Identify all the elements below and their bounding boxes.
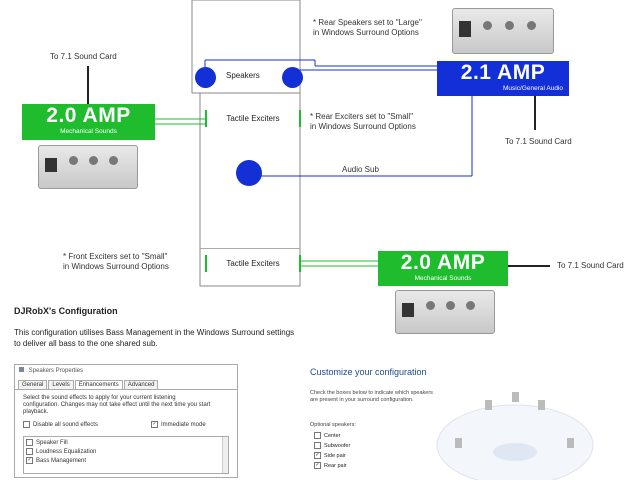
effects-options-row: Disable all sound effects ✓Immediate mod… [15, 419, 237, 433]
tab-enhancements[interactable]: Enhancements [75, 380, 123, 389]
amp-right-subtitle: Mechanical Sounds [378, 275, 508, 283]
tactile-top-label: Tactile Exciters [226, 114, 279, 123]
customize-title: Customize your configuration [310, 367, 427, 377]
note-rear-speakers: * Rear Speakers set to "Large" in Window… [313, 18, 448, 38]
amp-left-device [38, 145, 138, 189]
option-subwoofer[interactable]: Subwoofer [314, 442, 350, 449]
list-scrollbar[interactable] [222, 437, 228, 473]
effect-bass-management[interactable]: ✓Bass Management [26, 457, 226, 466]
effects-list: Speaker Fill Loudness Equalization ✓Bass… [23, 436, 229, 474]
tactile-bottom-label: Tactile Exciters [226, 259, 279, 268]
tab-advanced[interactable]: Advanced [124, 380, 159, 389]
label-audio-sub: Audio Sub [342, 165, 379, 175]
option-side-pair[interactable]: ✓Side pair [314, 452, 346, 459]
speaker-icon-front-left [485, 400, 492, 410]
config-description: This configuration utilises Bass Managem… [14, 327, 374, 349]
amp-right-title: 2.0 AMP [378, 251, 508, 275]
speaker-icon-center [512, 392, 519, 402]
speaker-icon-side-left [455, 438, 462, 448]
tactile-exciters-top: Tactile Exciters [205, 110, 301, 127]
speaker-right-dot [282, 67, 303, 88]
disable-all-checkbox[interactable]: Disable all sound effects [23, 422, 98, 428]
window-title: Speakers Properties [29, 368, 83, 374]
immediate-mode-checkbox[interactable]: ✓Immediate mode [151, 421, 206, 428]
effect-speaker-fill[interactable]: Speaker Fill [26, 439, 226, 448]
amp-left: 2.0 AMP Mechanical Sounds [22, 104, 155, 140]
customize-instructions: Check the boxes below to indicate which … [310, 390, 435, 404]
config-heading: DJRobX's Configuration [14, 306, 118, 316]
amp-right-device [395, 290, 495, 334]
amp-left-subtitle: Mechanical Sounds [22, 128, 155, 136]
label-to-card-left: To 7.1 Sound Card [50, 52, 117, 62]
speaker-left-dot [195, 67, 216, 88]
customize-panel: Customize your configuration Check the b… [305, 362, 625, 478]
tab-levels[interactable]: Levels [48, 380, 73, 389]
label-to-card-right-bottom: To 7.1 Sound Card [557, 261, 624, 271]
amp-right: 2.0 AMP Mechanical Sounds [378, 251, 508, 286]
speaker-icon-side-right [567, 438, 574, 448]
amp-blue-device [452, 8, 554, 54]
optional-speakers-label: Optional speakers: [310, 422, 356, 428]
enhancements-instructions: Select the sound effects to apply for yo… [15, 390, 221, 419]
note-rear-exciters: * Rear Exciters set to "Small" in Window… [310, 112, 445, 132]
cabinet-divider [200, 248, 300, 249]
amp-blue-subtitle: Music/General Audio [437, 85, 569, 93]
tactile-exciters-bottom: Tactile Exciters [205, 255, 301, 272]
amp-left-title: 2.0 AMP [22, 104, 155, 128]
amp-blue: 2.1 AMP Music/General Audio [437, 61, 569, 96]
label-to-card-right-top: To 7.1 Sound Card [505, 137, 572, 147]
effect-loudness-eq[interactable]: Loudness Equalization [26, 448, 226, 457]
note-front-exciters: * Front Exciters set to "Small" in Windo… [63, 252, 198, 272]
amp-blue-title: 2.1 AMP [437, 61, 569, 85]
speaker-properties-title: Speakers Properties [15, 365, 237, 376]
speaker-icon-front-right [538, 400, 545, 410]
speakers-label: Speakers [226, 71, 260, 80]
audio-sub-dot [236, 160, 262, 186]
option-rear-pair[interactable]: ✓Rear pair [314, 462, 347, 469]
option-center[interactable]: Center [314, 432, 341, 439]
speaker-icon [19, 367, 24, 372]
tab-general[interactable]: General [18, 380, 47, 389]
